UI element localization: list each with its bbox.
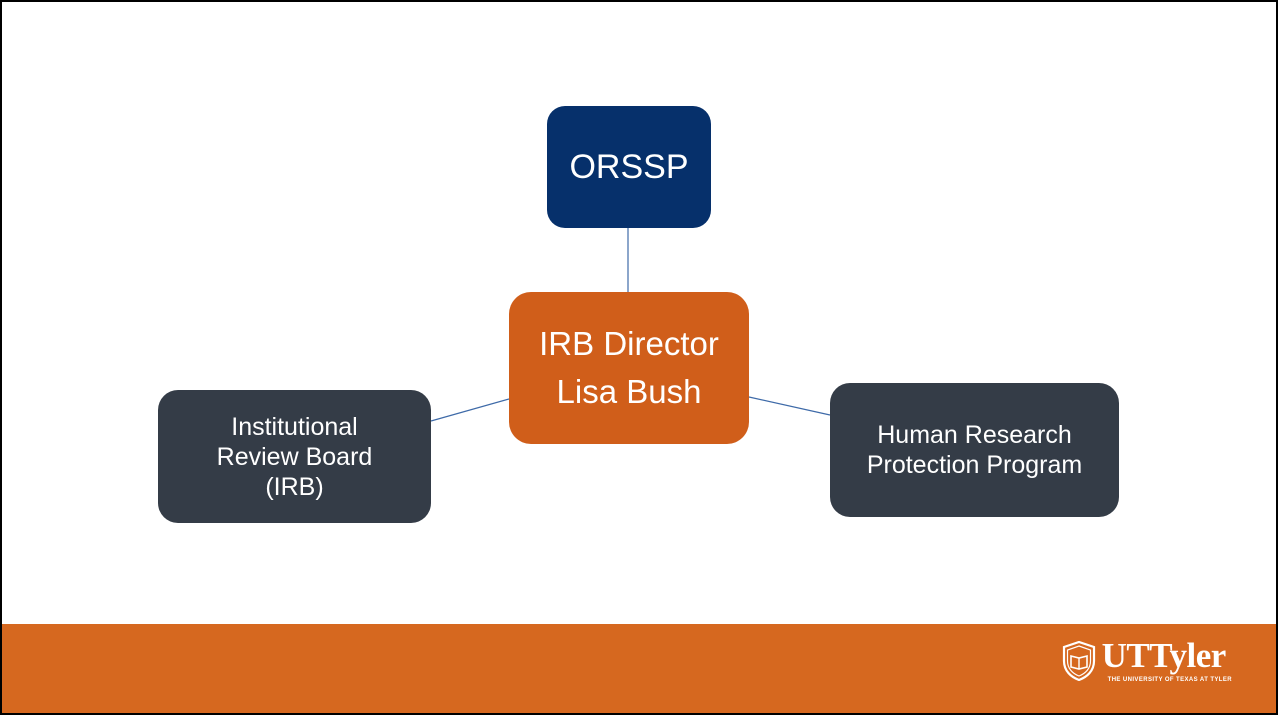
connector-left-center <box>430 398 510 422</box>
irb-node-line-2: Review Board <box>216 442 373 471</box>
irb-node-line-3: (IRB) <box>265 472 324 501</box>
hrpp-node-line-1: Human Research <box>877 421 1072 449</box>
orssp-node-label: ORSSP <box>569 147 689 186</box>
hrpp-node: Human Research Protection Program <box>830 383 1119 517</box>
irb-node: Institutional Review Board (IRB) <box>158 390 431 523</box>
irb-director-title: IRB Director <box>539 325 719 362</box>
hrpp-node-line-2: Protection Program <box>866 451 1083 479</box>
irb-director-name: Lisa Bush <box>556 373 702 410</box>
shield-book-icon <box>1062 641 1095 681</box>
logo-wordmark: UTTyler <box>1101 636 1227 675</box>
orssp-node: ORSSP <box>547 106 711 228</box>
logo-tagline: THE UNIVERSITY OF TEXAS AT TYLER <box>1107 677 1232 683</box>
ut-tyler-logo: UTTyler THE UNIVERSITY OF TEXAS AT TYLER <box>1062 637 1232 683</box>
connector-right-center <box>748 396 831 416</box>
irb-director-node: IRB Director Lisa Bush <box>509 292 749 444</box>
irb-node-line-1: Institutional <box>231 412 358 441</box>
